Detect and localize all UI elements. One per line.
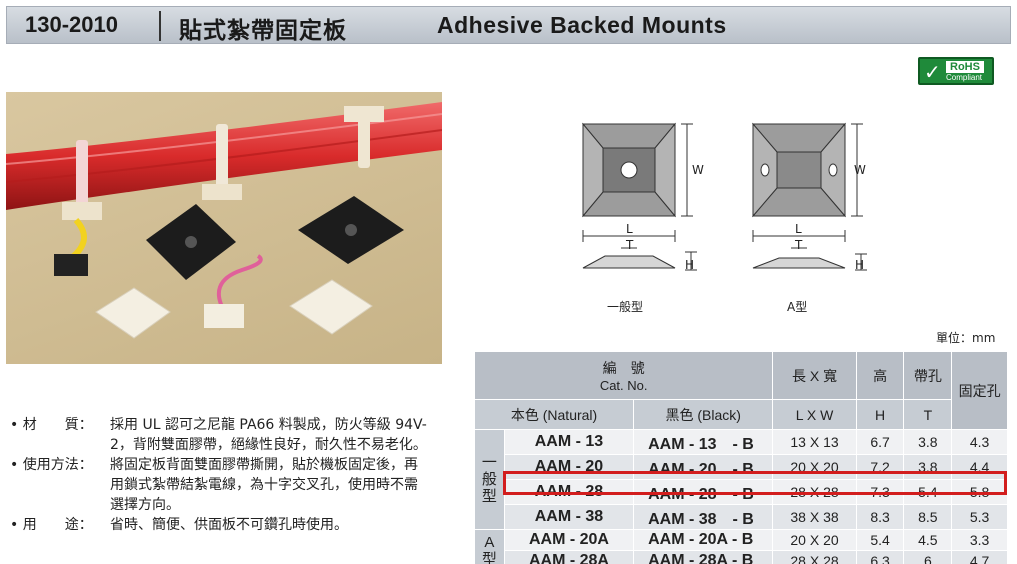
cell-natural: AAM - 13 xyxy=(503,429,635,455)
cell-natural: AAM - 20 xyxy=(503,454,635,480)
technical-drawings: W L T H W L T H 一般型 A型 xyxy=(565,108,895,318)
product-code: 130-2010 xyxy=(25,12,118,37)
spec-table: 編 號 Cat. No. 長 X 寬 高 帶孔 固定孔 本色 (Natural)… xyxy=(473,351,1008,564)
note-text: 省時、簡便、供面板不可鑽孔時使用。 xyxy=(110,517,348,533)
header-lw-en: L X W xyxy=(772,399,857,430)
dimension-drawing xyxy=(581,122,867,271)
cell-h: 8.3 xyxy=(855,504,905,530)
cell-lw: 13 X 13 xyxy=(772,429,857,455)
product-photo xyxy=(6,92,442,364)
table-row: AAM - 20 AAM - 20 - B 20 X 20 7.2 3.8 4.… xyxy=(475,454,1008,480)
cell-natural: AAM - 38 xyxy=(503,504,635,530)
cell-black: AAM - 13 - B xyxy=(633,429,774,455)
note-label: • 用 途： xyxy=(10,517,93,533)
header-natural: 本色 (Natural) xyxy=(473,399,635,430)
group-a: A型 xyxy=(474,529,505,564)
header-h-en: H xyxy=(855,399,905,430)
header-divider xyxy=(159,11,161,41)
cell-hole: 5.8 xyxy=(951,479,1008,505)
note-label: • 使用方法： xyxy=(10,457,93,473)
cell-h: 7.3 xyxy=(855,479,905,505)
dim-t-right: T xyxy=(795,238,803,252)
rohs-badge: ✓ RoHS Compliant xyxy=(918,57,994,85)
header-t-en: T xyxy=(903,399,953,430)
group-general: 一般型 xyxy=(474,429,505,530)
cell-lw: 38 X 38 xyxy=(772,504,857,530)
title-chinese: 貼式紮帶固定板 xyxy=(179,18,347,44)
label-general-type: 一般型 xyxy=(607,300,644,314)
table-row: 一般型 AAM - 13 AAM - 13 - B 13 X 13 6.7 3.… xyxy=(474,429,1008,530)
cell-lw: 20 X 20 xyxy=(772,454,857,480)
cell-hole: 5.3 xyxy=(951,504,1008,530)
note-label: • 材 質： xyxy=(10,417,93,433)
dim-l-right: L xyxy=(795,222,802,236)
cell-hole: 4.7 xyxy=(951,550,1008,564)
header-black: 黑色 (Black) xyxy=(633,399,774,430)
cell-h: 6.7 xyxy=(855,429,905,455)
rohs-subtitle: Compliant xyxy=(946,73,983,82)
note-usage: • 使用方法： 將固定板背面雙面膠帶撕開，貼於機板固定後，再用鎖式紮帶結紮電線，… xyxy=(10,455,430,515)
cell-black: AAM - 28 - B xyxy=(633,479,774,505)
group-a-label: A型 xyxy=(481,533,497,564)
product-photo-illustration xyxy=(6,102,442,339)
table-row-highlighted: AAM - 28 AAM - 28 - B 28 X 28 7.3 5.4 5.… xyxy=(475,479,1008,505)
cell-t: 4.5 xyxy=(903,529,953,551)
cell-black: AAM - 28A - B xyxy=(633,550,774,564)
cell-t: 6 xyxy=(903,550,953,564)
cell-h: 6.3 xyxy=(855,550,905,564)
cell-lw: 20 X 20 xyxy=(772,529,857,551)
checkmark-icon: ✓ xyxy=(924,60,941,84)
header-bar: 130-2010 貼式紮帶固定板 Adhesive Backed Mounts xyxy=(6,6,1011,44)
cell-t: 8.5 xyxy=(903,504,953,530)
dim-w-left: W xyxy=(692,163,704,177)
note-purpose: • 用 途： 省時、簡便、供面板不可鑽孔時使用。 xyxy=(10,515,430,535)
table-row: A型 AAM - 20A AAM - 20A - B 20 X 20 5.4 4… xyxy=(474,529,1008,564)
dim-l-left: L xyxy=(626,222,633,236)
cell-natural: AAM - 20A xyxy=(503,529,635,551)
table-row: AAM - 38 AAM - 38 - B 38 X 38 8.3 8.5 5.… xyxy=(475,504,1008,530)
header-hole: 固定孔 xyxy=(951,351,1008,430)
cell-t: 3.8 xyxy=(903,454,953,480)
cell-t: 3.8 xyxy=(903,429,953,455)
notes-list: • 材 質： 採用 UL 認可之尼龍 PA66 料製成，防火等級 94V-2，背… xyxy=(10,415,430,535)
dim-h-left: H xyxy=(685,258,695,272)
note-material: • 材 質： 採用 UL 認可之尼龍 PA66 料製成，防火等級 94V-2，背… xyxy=(10,415,430,455)
note-text: 採用 UL 認可之尼龍 PA66 料製成，防火等級 94V-2，背附雙面膠帶，絕… xyxy=(110,417,427,453)
header-h-zh: 高 xyxy=(855,351,905,400)
cell-black: AAM - 20A - B xyxy=(633,529,774,551)
cell-lw: 28 X 28 xyxy=(772,550,857,564)
cell-h: 5.4 xyxy=(855,529,905,551)
dim-t-left: T xyxy=(626,238,634,252)
dim-h-right: H xyxy=(855,258,865,272)
unit-label: 單位：mm xyxy=(936,331,996,345)
dim-w-right: W xyxy=(854,163,866,177)
title-english: Adhesive Backed Mounts xyxy=(437,12,727,38)
header-lw-zh: 長 X 寬 xyxy=(772,351,857,400)
note-text: 將固定板背面雙面膠帶撕開，貼於機板固定後，再用鎖式紮帶結紮電線，為十字交叉孔，使… xyxy=(110,457,418,513)
cell-hole: 4.4 xyxy=(951,454,1008,480)
table-row: AAM - 28A AAM - 28A - B 28 X 28 6.3 6 4.… xyxy=(475,550,1008,564)
cell-black: AAM - 38 - B xyxy=(633,504,774,530)
cat-no-en: Cat. No. xyxy=(599,378,648,393)
cell-lw: 28 X 28 xyxy=(772,479,857,505)
group-general-label: 一般型 xyxy=(481,454,497,505)
cell-h: 7.2 xyxy=(855,454,905,480)
cell-natural: AAM - 28A xyxy=(503,550,635,564)
cat-no-zh: 編 號 xyxy=(602,360,645,376)
cell-t: 5.4 xyxy=(903,479,953,505)
cell-black: AAM - 20 - B xyxy=(633,454,774,480)
cell-natural: AAM - 28 xyxy=(503,479,635,505)
label-a-type: A型 xyxy=(787,300,808,314)
header-cat-no: 編 號 Cat. No. xyxy=(473,351,774,400)
cell-hole: 4.3 xyxy=(951,429,1008,455)
cell-hole: 3.3 xyxy=(951,529,1008,551)
header-t-zh: 帶孔 xyxy=(903,351,953,400)
rohs-title: RoHS xyxy=(946,61,984,73)
